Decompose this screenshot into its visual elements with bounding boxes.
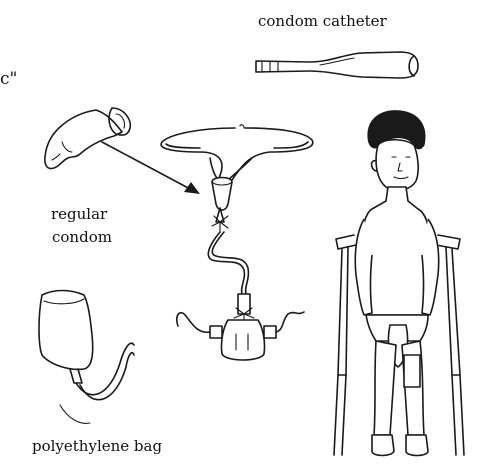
label-partial-text: c" xyxy=(0,70,17,89)
label-polyethylene-bag: polyethylene bag xyxy=(32,437,162,456)
condom-funnel-bag-apparatus-drawing xyxy=(140,120,320,370)
label-regular-line2: condom xyxy=(52,228,112,247)
polyethylene-bag-drawing xyxy=(30,285,150,435)
condom-catheter-drawing xyxy=(250,44,450,84)
label-regular-line1: regular xyxy=(51,205,107,224)
label-condom-catheter: condom catheter xyxy=(258,12,387,31)
boy-on-crutches-drawing xyxy=(320,105,475,465)
